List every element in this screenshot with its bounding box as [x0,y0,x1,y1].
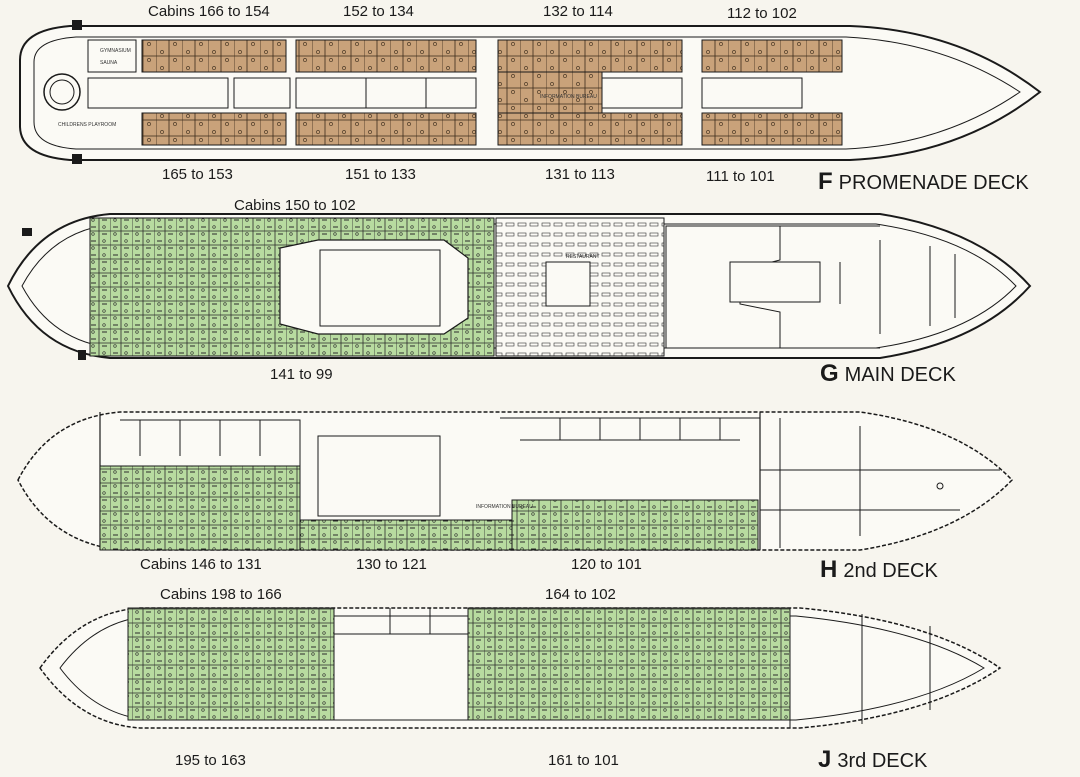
third-bottom-label-2: 161 to 101 [548,752,619,769]
second-deck-plan: INFORMATION BUREAU [17,411,1014,551]
promenade-top-label-2: 152 to 134 [343,3,414,20]
childrens-playroom-label: CHILDRENS PLAYROOM [58,122,116,128]
third-deck-plan [39,607,1002,729]
second-deck-name: 2nd DECK [843,560,938,582]
main-top-label-1: Cabins 150 to 102 [234,197,356,214]
promenade-cabins-112-102 [701,39,843,73]
sauna-label: SAUNA [100,60,118,66]
third-top-label-1: Cabins 198 to 166 [160,586,282,603]
restaurant-label: RESTAURANT [566,254,600,260]
third-bottom-label-1: 195 to 163 [175,752,246,769]
third-deck-aft-cabins [127,607,335,721]
third-deck-fwd-cabins [467,607,791,721]
promenade-top-label-1: Cabins 166 to 154 [148,3,270,20]
second-deck-fwd-cabins [511,499,759,551]
promenade-deck-plan: GYMNASIUM SAUNA CHILDRENS PLAYROOM INFOR… [19,20,1042,164]
main-bottom-label-1: 141 to 99 [270,366,333,383]
second-deck-aft-cabins [99,465,301,551]
second-bottom-label-1: Cabins 146 to 131 [140,556,262,573]
promenade-top-label-3: 132 to 114 [543,3,613,20]
promenade-deck-name: PROMENADE DECK [838,172,1029,194]
promenade-cabins-152-134 [295,39,477,73]
promenade-information-bureau-label: INFORMATION BUREAU [540,94,597,100]
promenade-cabins-111-101 [701,112,843,146]
second-bottom-label-2: 130 to 121 [356,556,427,573]
third-deck-name: 3rd DECK [837,750,928,772]
promenade-cabins-151-133 [295,112,477,146]
promenade-bottom-label-3: 131 to 113 [545,166,615,183]
third-deck-letter: J [818,746,832,773]
gymnasium-label: GYMNASIUM [100,48,131,54]
promenade-bottom-label-1: 165 to 153 [162,166,233,183]
promenade-top-label-4: 112 to 102 [727,5,797,22]
promenade-bottom-label-2: 151 to 133 [345,166,416,183]
second-deck-letter: H [820,556,838,583]
main-deck-plan: RESTAURANT [6,213,1032,360]
promenade-cabins-132-114 [497,39,683,73]
third-top-label-2: 164 to 102 [545,586,616,603]
main-deck-letter: G [820,360,839,387]
promenade-cabins-165-153 [141,112,287,146]
second-deck-information-bureau-label: INFORMATION BUREAU [476,504,533,510]
promenade-deck-letter: F [818,168,833,195]
second-bottom-label-3: 120 to 101 [571,556,642,573]
second-deck-mid-cabins [299,519,513,551]
promenade-cabins-166-154 [141,39,287,73]
promenade-bottom-label-4: 111 to 101 [706,168,775,185]
main-deck-name: MAIN DECK [844,364,956,386]
promenade-cabins-131-113 [497,112,683,146]
